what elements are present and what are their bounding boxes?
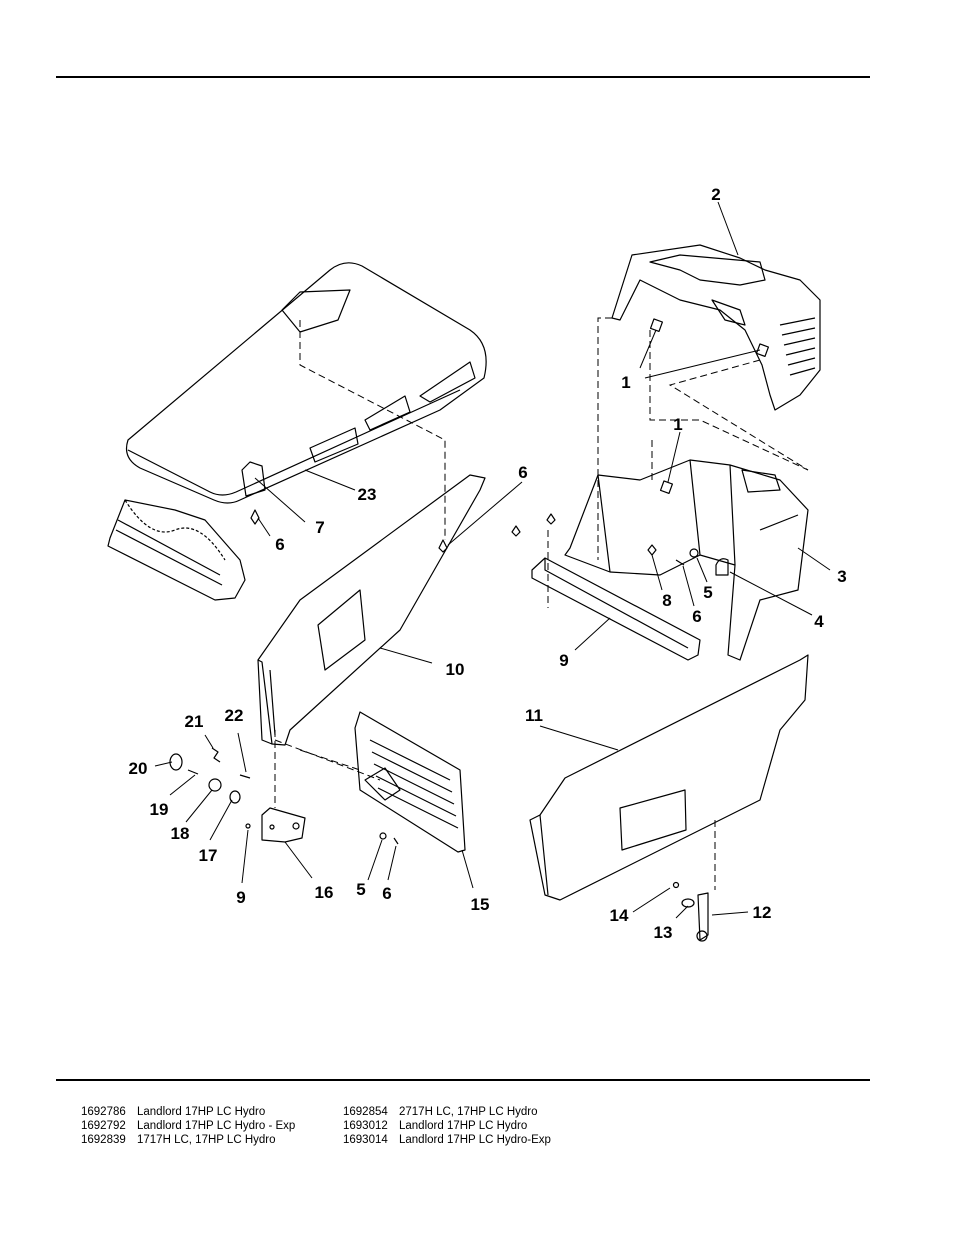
callout-17: 17 [199,846,218,865]
callout-6b: 6 [275,535,284,554]
callout-4: 4 [814,612,824,631]
callout-2: 2 [711,185,720,204]
callout-23: 23 [358,485,377,504]
hood-part-23 [125,262,487,504]
callout-3: 3 [837,567,846,586]
callout-5a: 5 [703,583,712,602]
dash-tower-part-2 [611,244,821,411]
fasteners [250,318,770,845]
callout-9a: 9 [559,651,568,670]
side-panel-part-10 [257,474,486,746]
callout-7: 7 [315,518,324,537]
knob-parts [169,747,251,829]
callout-13: 13 [654,923,673,942]
callout-6d: 6 [382,884,391,903]
callout-18: 18 [171,824,190,843]
latch-parts [672,881,709,942]
callout-6a: 6 [518,463,527,482]
callout-22: 22 [225,706,244,725]
callout-15: 15 [471,895,490,914]
bottom-rule [56,1079,870,1081]
callout-19: 19 [150,800,169,819]
callout-11: 11 [525,706,543,725]
callout-5b: 5 [356,880,365,899]
callout-8: 8 [662,591,671,610]
grille-insert [107,499,246,601]
callout-1b: 1 [673,415,682,434]
dash-panel-part-3 [564,459,809,661]
callout-20: 20 [129,759,148,778]
callout-10: 10 [446,660,465,679]
callout-14: 14 [610,906,629,925]
callout-16: 16 [315,883,334,902]
top-rule [56,76,870,78]
callout-9b: 9 [236,888,245,907]
side-panel-part-11 [529,654,809,901]
callout-1a: 1 [621,373,630,392]
callout-21: 21 [185,712,204,731]
support-bar-part-9 [531,557,701,661]
front-grille-part-15 [354,711,466,853]
callout-12: 12 [753,903,772,922]
callout-6c: 6 [692,607,701,626]
bracket-part-16 [261,807,306,843]
